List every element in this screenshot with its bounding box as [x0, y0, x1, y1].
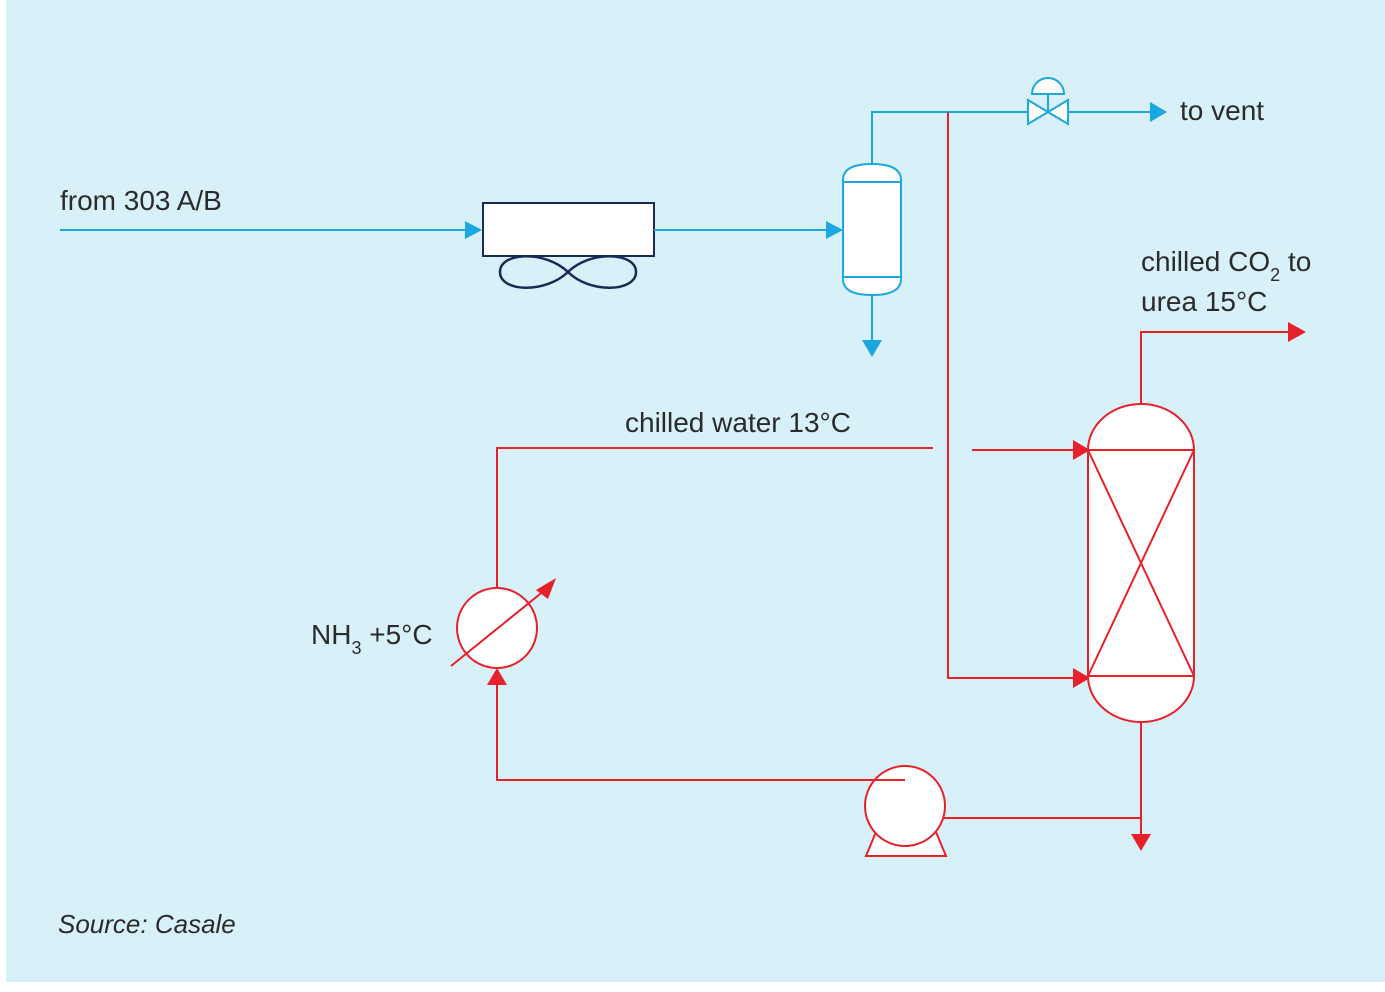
from-source-label: from 303 A/B: [60, 185, 222, 216]
column-gas-inlet-arrow: [1073, 668, 1090, 688]
control-valve-icon: [1027, 77, 1069, 126]
gas-section: [60, 77, 1167, 357]
column-bottom-arrow: [1131, 834, 1151, 851]
to-vent-label: to vent: [1180, 95, 1264, 126]
gas-to-column-line: [947, 112, 1080, 679]
column-section: [450, 112, 1306, 857]
centrifugal-pump-icon: [864, 765, 948, 857]
source-caption: Source: Casale: [58, 909, 236, 939]
chilled-water-label: chilled water 13°C: [625, 407, 851, 438]
vent-arrow: [1150, 102, 1167, 122]
chilled-co2-label-line2: urea 15°C: [1141, 286, 1267, 317]
drum-drain-arrow: [862, 340, 882, 357]
packing-diagonal-2: [1087, 449, 1195, 677]
pump-discharge-line: [496, 683, 905, 781]
column-water-inlet-arrow: [1073, 440, 1090, 460]
vent-line: [871, 111, 1030, 164]
knockout-drum-icon: [842, 162, 902, 297]
heat-exchanger-icon: [450, 578, 556, 669]
air-cooler-icon: [482, 202, 655, 257]
separator-inlet-arrow: [826, 221, 843, 239]
chilled-water-line: [496, 447, 933, 588]
co2-outlet-line: [1140, 331, 1290, 404]
nh3-label: NH3 +5°C: [311, 619, 433, 658]
fan-icon: [498, 255, 638, 289]
co2-outlet-arrow: [1288, 322, 1306, 342]
exchanger-inlet-arrow: [487, 668, 507, 685]
feed-arrow: [465, 221, 482, 239]
chilled-co2-label-line1: chilled CO2 to: [1141, 246, 1311, 285]
